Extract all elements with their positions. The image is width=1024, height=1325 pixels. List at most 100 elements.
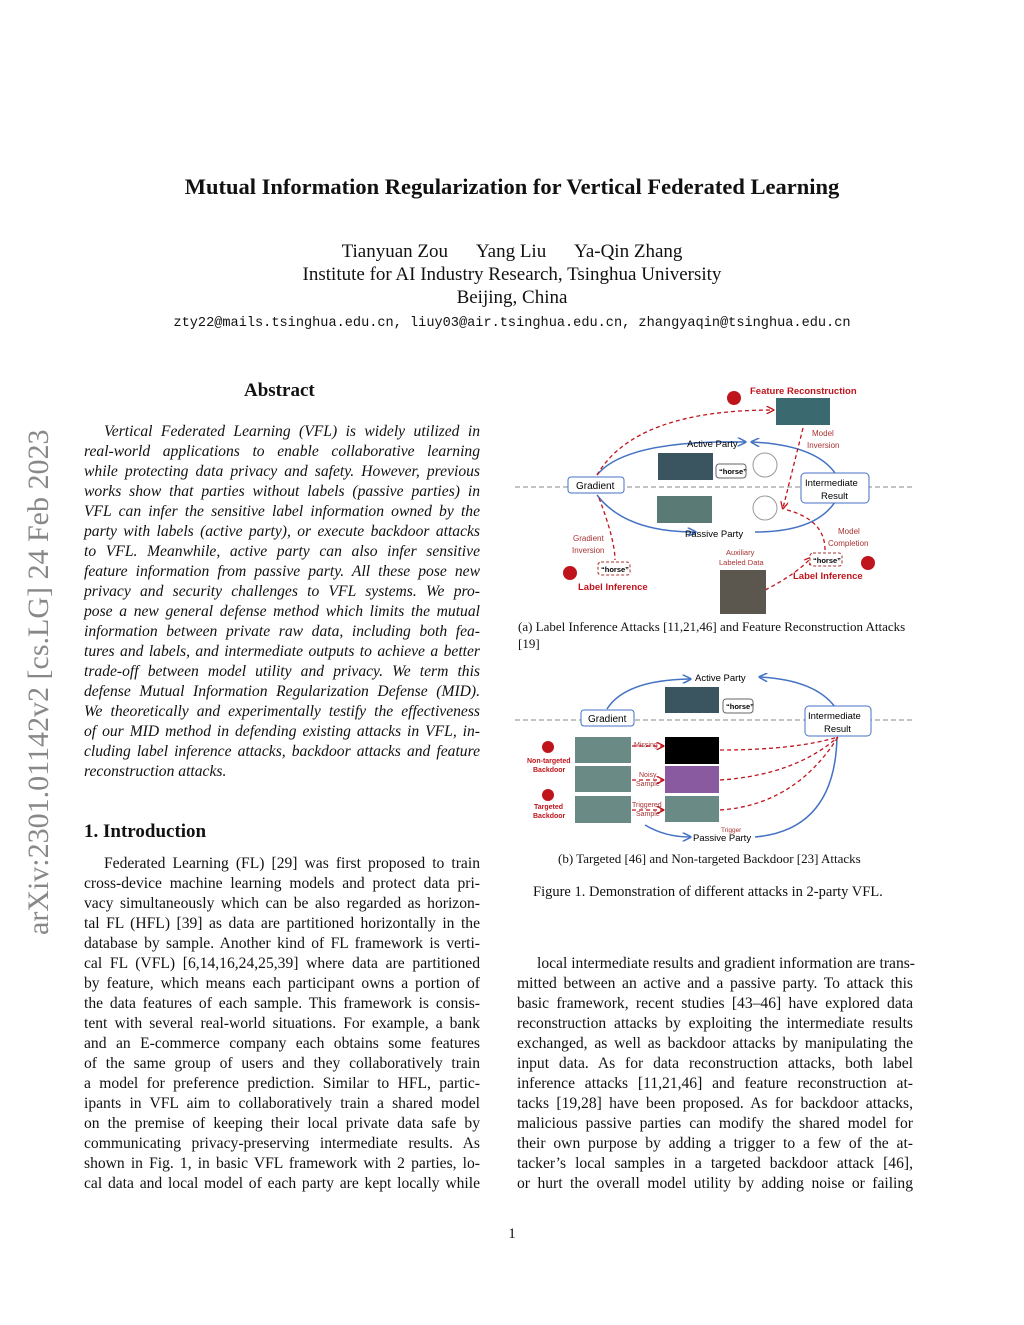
text-line: by feature, which means each participant…	[84, 975, 480, 992]
svg-text:Gradient: Gradient	[573, 534, 604, 543]
figure-1-caption: Figure 1. Demonstration of different att…	[533, 884, 883, 900]
abstract-heading: Abstract	[244, 380, 315, 401]
svg-text:Completion: Completion	[828, 539, 868, 548]
text-line: of the same group of users and they coll…	[84, 1055, 480, 1072]
text-line: VFL can infer the sensitive label inform…	[84, 503, 480, 520]
svg-text:Intermediate: Intermediate	[808, 711, 861, 722]
svg-text:Intermediate: Intermediate	[805, 478, 858, 489]
text-line: trade-off between model utility and priv…	[84, 663, 480, 680]
svg-text:Feature Reconstruction: Feature Reconstruction	[750, 386, 857, 397]
text-line: defense Mutual Information Regularizatio…	[84, 683, 480, 700]
introduction-heading: 1. Introduction	[84, 821, 207, 842]
svg-text:Noisy: Noisy	[639, 772, 657, 779]
text-line: real-world applications to enable collab…	[84, 443, 480, 460]
text-line: works show that parties without labels (…	[84, 483, 480, 500]
svg-text:Labeled Data: Labeled Data	[719, 558, 764, 567]
arxiv-identifier: arXiv:2301.01142v2 [cs.LG] 24 Feb 2023	[22, 429, 55, 936]
text-line: the data features of each sample. This f…	[84, 995, 480, 1012]
text-line: reconstruction attacks by exploiting the…	[517, 1015, 913, 1032]
text-line: cluding label inference attacks, backdoo…	[84, 743, 480, 760]
svg-text:Backdoor: Backdoor	[533, 813, 566, 820]
text-line: while protecting data privacy and safety…	[84, 463, 480, 480]
figure-1a: Feature Reconstruction Model Inversion A…	[515, 386, 915, 614]
text-line: cal data and local model of each party a…	[84, 1175, 480, 1192]
affiliation: Institute for AI Industry Research, Tsin…	[302, 264, 722, 285]
text-line: Federated Learning (FL) [29] was first p…	[104, 855, 480, 872]
text-line: pose a new general defense method which …	[84, 603, 480, 620]
noisy-sample-image	[665, 766, 719, 793]
svg-text:Missing: Missing	[634, 742, 658, 749]
emails: zty22@mails.tsinghua.edu.cn, liuy03@air.…	[173, 316, 851, 331]
svg-text:Result: Result	[824, 724, 851, 735]
text-line: tacker’s local samples in a targeted bac…	[517, 1155, 913, 1172]
svg-text:Backdoor: Backdoor	[533, 767, 566, 774]
svg-text:Active Party: Active Party	[687, 439, 738, 450]
text-line: information between private raw data, in…	[84, 623, 480, 640]
figure-1a-caption-cont: [19]	[518, 636, 540, 651]
paper-title: Mutual Information Regularization for Ve…	[184, 174, 840, 199]
reconstructed-image	[776, 398, 830, 425]
authors: Tianyuan Zou Yang Liu Ya-Qin Zhang	[341, 241, 683, 262]
text-line: tal FL (HFL) [39] as data are partitione…	[84, 915, 480, 932]
text-line: tacks [19,28] have been proposed. As for…	[517, 1095, 913, 1112]
text-line: privacy and security challenges to VFL s…	[84, 583, 480, 600]
svg-text:Label Inference: Label Inference	[578, 582, 648, 593]
text-line: a model for preference prediction. Simil…	[84, 1075, 480, 1092]
devil-icon	[563, 391, 875, 580]
page-number: 1	[508, 1226, 516, 1242]
svg-text:Passive Party: Passive Party	[685, 529, 743, 540]
figure-1b: Active Party “horse” Gradient Intermedia…	[515, 665, 915, 844]
triggered-sample-image	[665, 796, 719, 822]
svg-text:Sample: Sample	[636, 781, 660, 788]
text-line: local intermediate results and gradient …	[537, 955, 916, 972]
text-line: feature information from passive party. …	[84, 563, 480, 580]
svg-text:Label Inference: Label Inference	[793, 571, 863, 582]
svg-text:Model: Model	[812, 429, 834, 438]
text-line: mitted between an active and a passive p…	[517, 975, 913, 992]
text-line: communicating privacy-preserving interme…	[84, 1135, 480, 1152]
gradient-label: Gradient	[576, 481, 615, 492]
svg-text:“horse”: “horse”	[813, 556, 841, 565]
text-line: input data. As for data reconstruction a…	[517, 1055, 913, 1072]
svg-text:“horse”: “horse”	[726, 702, 754, 711]
text-line: cal FL (VFL) [6,14,16,24,25,39] where da…	[84, 955, 480, 972]
active-party-image	[658, 453, 713, 480]
text-line: We theoretically and experimentally test…	[84, 703, 480, 720]
svg-text:“horse”: “horse”	[601, 565, 629, 574]
svg-text:“horse”: “horse”	[719, 467, 747, 476]
text-line: shown in Fig. 1, in basic VFL framework …	[84, 1155, 480, 1172]
text-line: exchanged, as well as backdoor attacks b…	[517, 1035, 913, 1052]
svg-text:Inversion: Inversion	[807, 441, 839, 450]
svg-text:Model: Model	[838, 527, 860, 536]
text-line: party with labels (active party), or exe…	[84, 523, 480, 540]
missing-sample-image	[665, 737, 719, 764]
text-line: vacy simultaneously which can be also re…	[84, 895, 480, 912]
text-line: reconstruction attacks.	[84, 763, 227, 780]
text-line: and an E-commerce company each obtains s…	[84, 1035, 480, 1052]
neural-network-icon	[752, 452, 778, 521]
text-line: ipants in VFL aim to collaboratively tra…	[84, 1095, 480, 1112]
figure-1a-caption: (a) Label Inference Attacks [11,21,46] a…	[518, 619, 906, 634]
svg-text:Inversion: Inversion	[572, 546, 604, 555]
text-line: database by sample. Another kind of FL f…	[84, 935, 480, 952]
text-line: tent with several real-world situations.…	[84, 1015, 480, 1032]
svg-text:Non-targeted: Non-targeted	[527, 758, 571, 765]
svg-text:Triggered: Triggered	[632, 802, 662, 809]
svg-text:Sample: Sample	[636, 811, 660, 818]
svg-text:Gradient: Gradient	[588, 714, 627, 725]
auxiliary-horse-image	[720, 570, 766, 614]
passive-party-image	[657, 496, 712, 523]
text-line: Vertical Federated Learning (VFL) is wid…	[104, 423, 480, 440]
text-line: basic framework, recent studies [43–46] …	[517, 995, 913, 1012]
svg-text:Auxiliary: Auxiliary	[726, 548, 755, 557]
text-line: malicious passive parties can modify the…	[517, 1115, 913, 1132]
text-line: their own purpose by adding a trigger to…	[517, 1135, 913, 1152]
location: Beijing, China	[456, 287, 568, 308]
text-line: of our MID method in defending existing …	[84, 723, 480, 740]
text-line: cross-device machine learning models and…	[84, 875, 480, 892]
figure-1b-caption: (b) Targeted [46] and Non-targeted Backd…	[558, 851, 861, 866]
svg-text:Targeted: Targeted	[534, 804, 563, 811]
svg-text:Passive Party: Passive Party	[693, 833, 751, 844]
svg-text:Result: Result	[821, 491, 848, 502]
text-line: tures and labels, and intermediate outpu…	[84, 643, 480, 660]
